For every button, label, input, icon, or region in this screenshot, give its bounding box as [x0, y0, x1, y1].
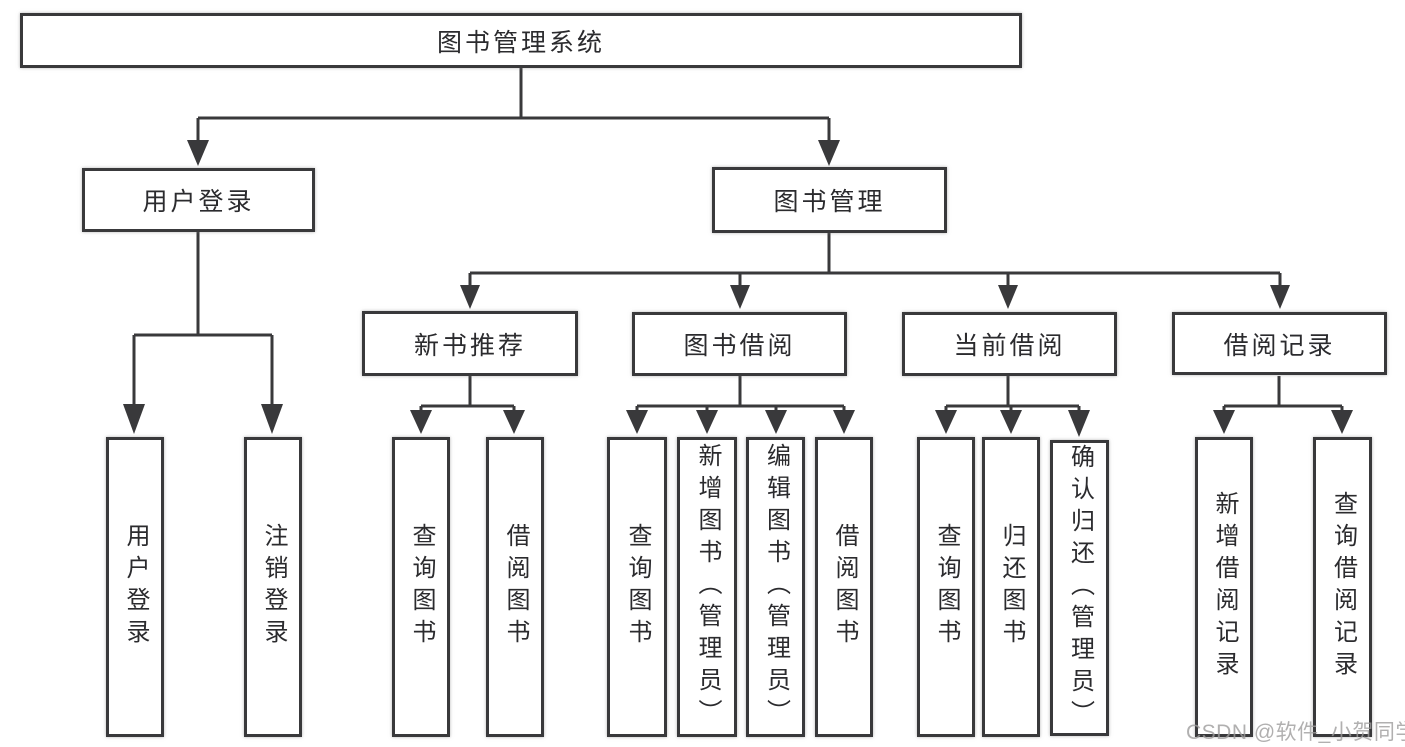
leaf-query-books-current: 查询图书: [917, 437, 975, 737]
node-current-borrowing: 当前借阅: [902, 312, 1117, 376]
node-borrowing-records: 借阅记录: [1172, 312, 1387, 375]
node-new-book-recommendation: 新书推荐: [362, 311, 578, 376]
leaf-edit-books-admin: 编辑图书（管理员）: [746, 437, 805, 737]
arrowhead-icon: [503, 410, 525, 434]
leaf-query-books-recommend: 查询图书: [392, 437, 450, 737]
arrowhead-icon: [818, 140, 840, 166]
leaf-query-books-borrowing: 查询图书: [607, 437, 667, 737]
node-user-login: 用户登录: [82, 168, 315, 232]
leaf-return-books: 归还图书: [982, 437, 1040, 737]
arrowhead-icon: [410, 410, 432, 434]
leaf-borrow-books-borrowing: 借阅图书: [815, 437, 873, 737]
arrowhead-icon: [123, 404, 145, 434]
leaf-confirm-return-admin: 确认归还（管理员）: [1050, 440, 1109, 736]
arrowhead-icon: [696, 410, 718, 434]
connector-user-login-to-leaves: [123, 232, 283, 434]
arrowhead-icon: [833, 410, 855, 434]
watermark: CSDN @软件_小贺同学: [1186, 721, 1405, 744]
connector-new-book-recommendation-to-leaves: [410, 376, 525, 434]
arrowhead-icon: [460, 285, 480, 309]
connector-root-to-level1: [187, 68, 840, 166]
leaf-borrow-books-recommend: 借阅图书: [486, 437, 544, 737]
leaf-query-borrow-record: 查询借阅记录: [1313, 437, 1372, 737]
arrowhead-icon: [935, 410, 957, 434]
node-book-management: 图书管理: [712, 167, 947, 233]
leaf-add-borrow-record: 新增借阅记录: [1195, 437, 1253, 737]
arrowhead-icon: [765, 410, 787, 434]
connector-current-borrowing-to-leaves: [935, 376, 1090, 437]
arrowhead-icon: [261, 404, 283, 434]
connector-book-management-to-modules: [460, 233, 1290, 309]
leaf-logout: 注销登录: [244, 437, 302, 737]
leaf-user-login: 用户登录: [106, 437, 164, 737]
connector-book-borrowing-to-leaves: [626, 376, 855, 434]
node-root: 图书管理系统: [20, 13, 1022, 68]
arrowhead-icon: [187, 140, 209, 166]
arrowhead-icon: [1270, 285, 1290, 309]
arrowhead-icon: [1068, 410, 1090, 437]
leaf-add-books-admin: 新增图书（管理员）: [677, 437, 737, 737]
arrowhead-icon: [1213, 410, 1235, 434]
arrowhead-icon: [998, 285, 1018, 309]
arrowhead-icon: [626, 410, 648, 434]
node-book-borrowing: 图书借阅: [632, 312, 847, 376]
arrowhead-icon: [1331, 410, 1353, 434]
connector-borrowing-records-to-leaves: [1213, 376, 1353, 434]
arrowhead-icon: [730, 285, 750, 309]
arrowhead-icon: [1000, 410, 1022, 434]
